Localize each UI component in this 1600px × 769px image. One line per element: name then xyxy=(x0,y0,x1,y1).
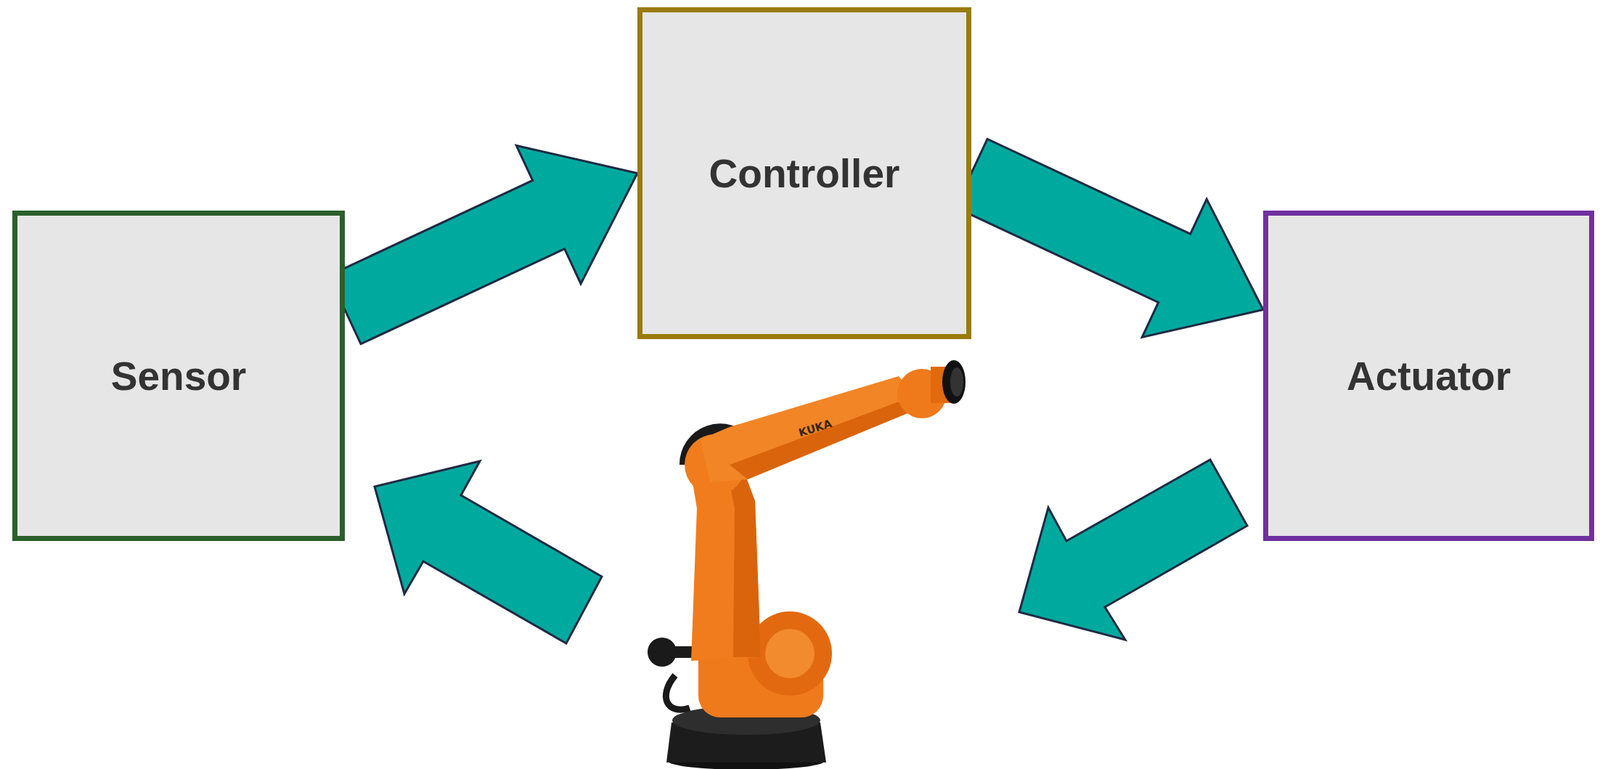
controller-box: Controller xyxy=(637,7,972,340)
flow-arrow xyxy=(328,145,638,344)
flow-arrow xyxy=(955,138,1264,337)
robot-logo-text: KUKA xyxy=(797,416,834,440)
feedback-arrow xyxy=(374,460,602,644)
feedback-arrow xyxy=(1019,459,1248,640)
actuator-box: Actuator xyxy=(1263,210,1595,541)
node-label: Controller xyxy=(709,150,901,197)
node-label: Sensor xyxy=(111,352,247,400)
robot-arm xyxy=(647,360,966,769)
node-label: Actuator xyxy=(1346,352,1511,400)
sensor-box: Sensor xyxy=(12,210,345,541)
